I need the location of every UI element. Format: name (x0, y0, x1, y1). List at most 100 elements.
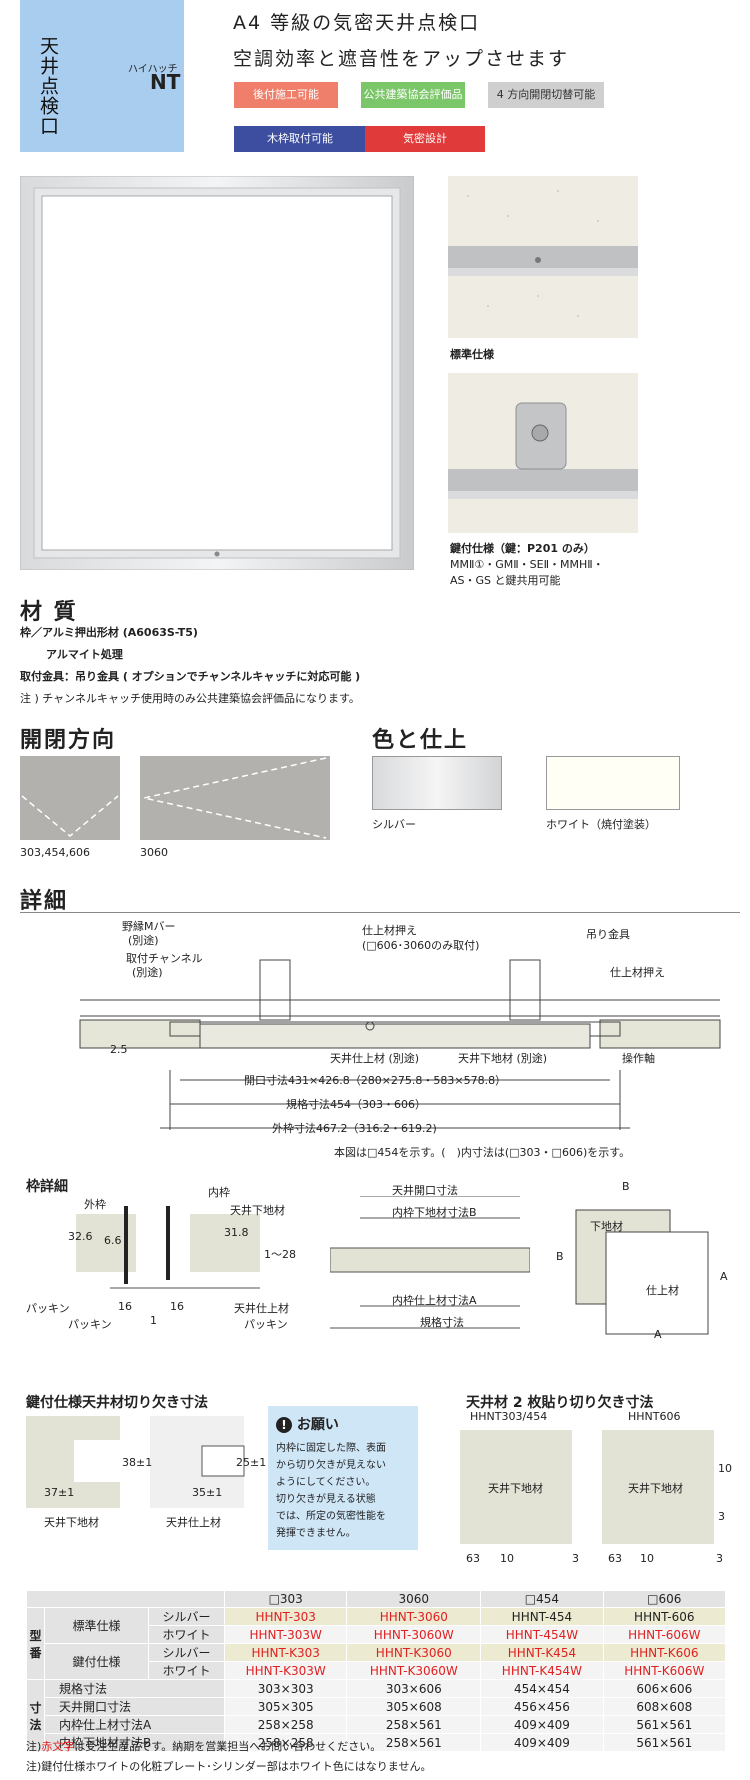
color-title: 色と仕上 (372, 728, 469, 753)
headline-2: 空調効率と遮音性をアップさせます (233, 48, 570, 70)
kagi-d35: 35±1 (192, 1486, 223, 1499)
kagi-cap1: 天井下地材 (44, 1516, 99, 1529)
ruby-text: ハイハッチ (128, 64, 178, 75)
white-caption: ホワイト（焼付塗装） (546, 818, 656, 831)
exclamation-icon: ! (276, 1417, 292, 1433)
two-d10c: 10 (718, 1462, 732, 1475)
model-cell: HHNT-K606W (602, 1661, 727, 1680)
waku-d128: 1～28 (264, 1248, 296, 1261)
model-cell: HHNT-K303 (223, 1643, 348, 1662)
dim-cell: 606×606 (602, 1679, 727, 1698)
detail-label-osae2: 仕上材押え (610, 966, 665, 979)
waku-packing3: パッキン (244, 1318, 288, 1331)
model-cell: HHNT-606W (602, 1625, 727, 1644)
sunpo-uchi-b: 内枠下地材寸法B (392, 1206, 477, 1219)
note-2: 注)鍵付仕様ホワイトの化粧プレート･シリンダー部はホワイト色にはなりません。 (26, 1760, 432, 1773)
dim-label: 天井開口寸法 (44, 1697, 225, 1716)
ab-a: A (720, 1270, 728, 1283)
headline-1: A4 等級の気密天井点検口 (233, 12, 481, 34)
dim-cell: 608×608 (602, 1697, 727, 1716)
detail-label-channel: 取付チャンネル (126, 952, 203, 965)
waku-shitaji: 天井下地材 (230, 1204, 285, 1217)
ab-b: B (622, 1180, 630, 1193)
detail-h25: 2.5 (110, 1043, 128, 1056)
onegai-box: ! お願い 内枠に固定した際、表面から切り欠きが見えないようにしてください。 切… (268, 1406, 418, 1550)
tag-wood: 木枠取付可能 (234, 126, 366, 152)
kagi-drawing (26, 1416, 245, 1508)
dim-cell: 258×561 (346, 1715, 482, 1734)
dim-cell: 258×561 (346, 1733, 482, 1752)
key-note-2: AS・GS と鍵共用可能 (450, 574, 561, 587)
key-caption: 鍵付仕様（鍵：P201 のみ） (450, 542, 595, 555)
model-cell: HHNT-K303W (223, 1661, 348, 1680)
silver-caption: シルバー (372, 818, 416, 831)
dim-cell: 305×608 (346, 1697, 482, 1716)
waku-d16b: 16 (170, 1300, 184, 1313)
group-key: 鍵付仕様 (44, 1643, 149, 1680)
kagi-d37: 37±1 (44, 1486, 75, 1499)
detail-label-sosa: 操作軸 (622, 1052, 655, 1065)
opening-diagram-square (20, 756, 120, 840)
key-note-1: MMⅡ①・GMⅡ・SEⅡ・MMHⅡ・ (450, 558, 604, 571)
dim-cell: 258×258 (223, 1733, 348, 1752)
std-caption: 標準仕様 (450, 348, 494, 361)
group-std: 標準仕様 (44, 1607, 149, 1644)
waku-sotowaku: 外枠 (84, 1198, 106, 1211)
waku-d66: 6.6 (104, 1234, 122, 1247)
detail-title: 詳細 (20, 889, 69, 914)
two-cap1: HHNT303/454 (470, 1410, 548, 1423)
model-cell: HHNT-K3060W (346, 1661, 482, 1680)
detail-label-tsuri: 吊り金具 (586, 928, 630, 941)
waku-shiage: 天井仕上材 (234, 1302, 289, 1315)
opening-diagram-rect (140, 756, 330, 840)
two-cap2: HHNT606 (628, 1410, 681, 1423)
detail-label-betto1: (別途) (128, 934, 159, 947)
two-d10a: 10 (500, 1552, 514, 1565)
detail-label-betto2: (別途) (132, 966, 163, 979)
waku-d318: 31.8 (224, 1226, 249, 1239)
white-swatch (546, 756, 680, 810)
dim-cell: 561×561 (602, 1715, 727, 1734)
tag-airtight: 気密設計 (365, 126, 485, 152)
spec-table: □303 3060 □454 □606 型番 標準仕様 シルバー HHNT-30… (26, 1590, 727, 1752)
model-cell: HHNT-K606 (602, 1643, 727, 1662)
waku-d1: 1 (150, 1314, 157, 1327)
two-d3c: 3 (718, 1510, 725, 1523)
two-d63b: 63 (608, 1552, 622, 1565)
ab-a2: A (654, 1328, 662, 1341)
waku-d16a: 16 (118, 1300, 132, 1313)
standard-spec-photo (448, 176, 638, 338)
detail-label-shita: 天井下地材 (別途) (458, 1052, 548, 1065)
model-cell: HHNT-3060W (346, 1625, 482, 1644)
two-label2: 天井下地材 (628, 1482, 683, 1495)
material-title: 材 質 (20, 600, 78, 625)
table-row: 型番 標準仕様 シルバー HHNT-303 HHNT-3060 HHNT-454… (26, 1607, 727, 1680)
dim-label: 内枠仕上材寸法A (44, 1715, 225, 1734)
onegai-title: ! お願い (276, 1414, 418, 1434)
size-3060: 3060 (346, 1590, 482, 1608)
two-panel-1 (460, 1430, 572, 1544)
ab-shiage: 仕上材 (646, 1284, 679, 1297)
dim-label: 内枠下地材寸法B (44, 1733, 225, 1752)
ab-panels (575, 1209, 709, 1335)
waku-packing2: パッキン (68, 1318, 112, 1331)
dim-cell: 258×258 (223, 1715, 348, 1734)
material-line-1: 枠／アルミ押出形材 (A6063S-T5) (20, 626, 198, 639)
opening-caption-2: 3060 (140, 846, 168, 859)
detail-note: 本図は□454を示す。( )内寸法は(□303・□606)を示す。 (334, 1146, 631, 1159)
model-cell: HHNT-303 (223, 1607, 348, 1626)
detail-dim-2: 規格寸法454（303・606） (286, 1098, 426, 1111)
color-cell: ホワイト (148, 1625, 225, 1644)
tag-certified: 公共建築協会評価品 (361, 82, 465, 108)
table-row: 鍵付仕様 シルバー HHNT-K303 HHNT-K3060 HHNT-K454… (26, 1643, 727, 1680)
key-spec-photo (448, 373, 638, 533)
material-line-4: 注 ) チャンネルキャッチ使用時のみ公共建築協会評価品になります。 (20, 692, 360, 705)
detail-dim-1: 開口寸法431×426.8（280×275.8・583×578.8） (244, 1074, 507, 1087)
sunpo-uchi-a: 内枠仕上材寸法A (392, 1294, 477, 1307)
material-line-2: アルマイト処理 (46, 648, 123, 661)
color-cell: シルバー (148, 1643, 225, 1662)
tag-retrofit: 後付施工可能 (234, 82, 338, 108)
detail-section-drawing (79, 959, 721, 1130)
dim-cell: 409×409 (480, 1733, 604, 1752)
